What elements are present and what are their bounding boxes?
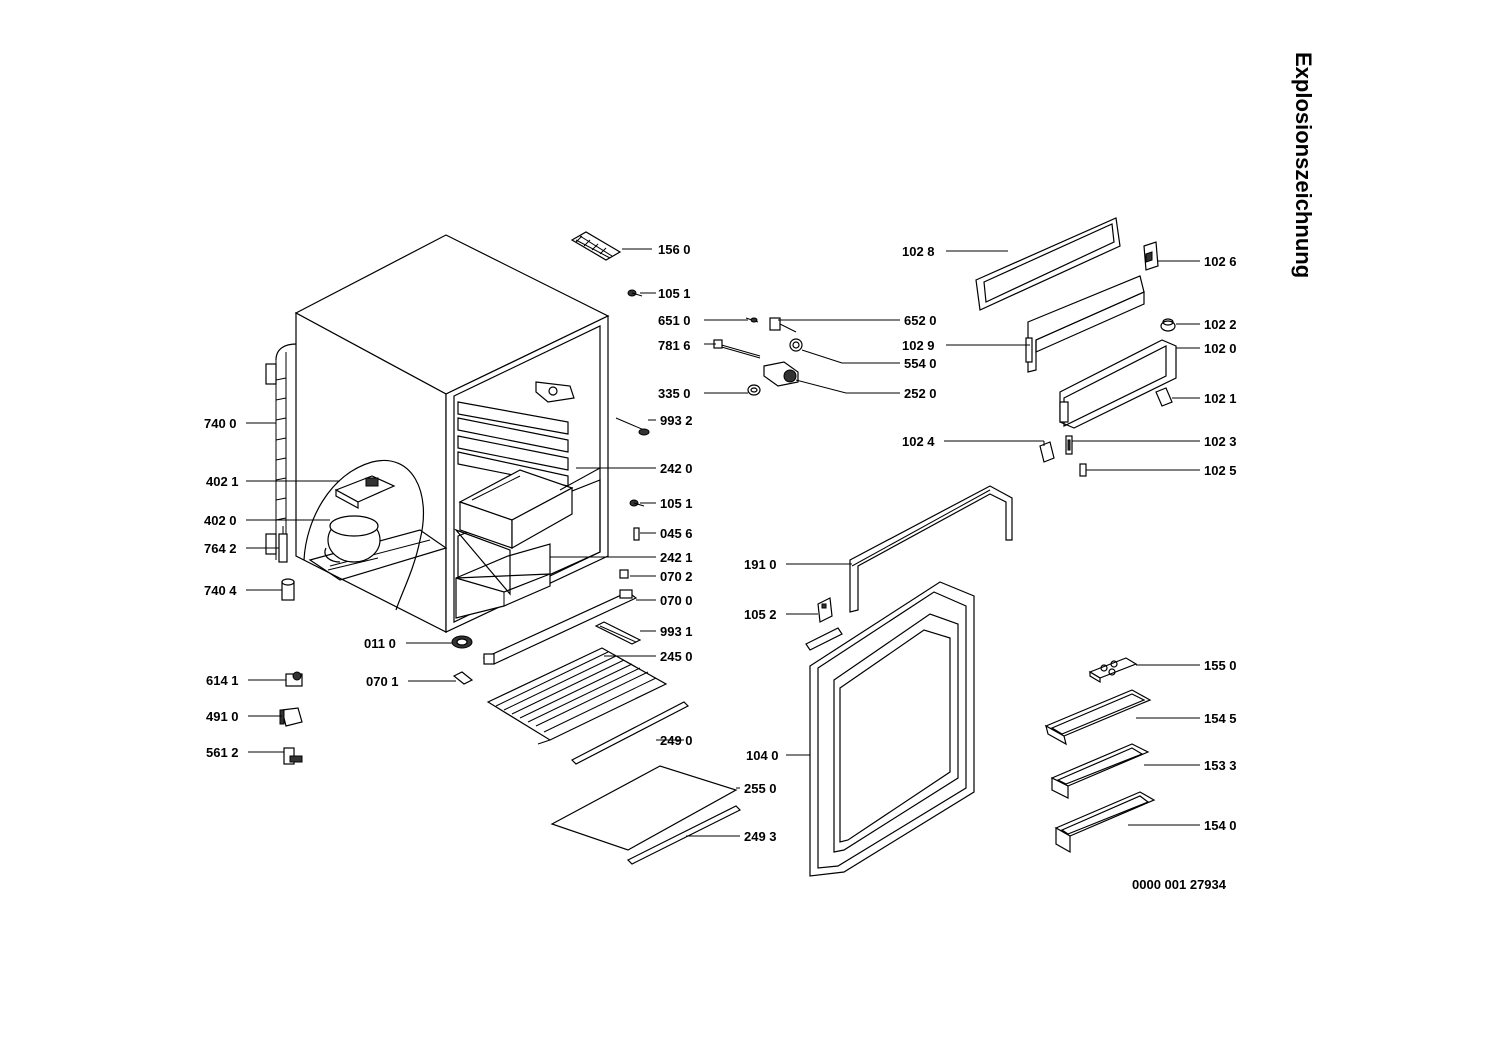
label-102-6: 102 6 [1204,254,1237,269]
label-242-0: 242 0 [660,461,693,476]
freezer-door [1059,339,1177,429]
cable-part [713,339,761,359]
label-242-1: 242 1 [660,550,693,565]
door-frame-seal [849,485,1013,613]
thermostat-part [769,317,803,352]
label-070-0: 070 0 [660,593,693,608]
label-154-0: 154 0 [1204,818,1237,833]
screw-part-b [629,499,645,507]
hinge-part [805,597,843,651]
wire-shelf [486,647,668,745]
label-614-1: 614 1 [206,673,239,688]
glass-shelf-strip [626,805,742,865]
label-402-1: 402 1 [206,474,239,489]
freezer-hinge-part [1155,387,1173,407]
label-070-1: 070 1 [366,674,399,689]
label-764-2: 764 2 [204,541,237,556]
label-102-2: 102 2 [1204,317,1237,332]
label-651-0: 651 0 [658,313,691,328]
egg-tray [1088,657,1138,684]
pin-part [633,527,640,541]
freezer-gasket [975,217,1121,311]
bracket-part-6141 [285,671,303,687]
crisper-drawer [454,528,551,619]
label-102-5: 102 5 [1204,463,1237,478]
label-252-0: 252 0 [904,386,937,401]
leader-lines [246,248,1200,837]
lamp-part [745,317,759,323]
sensor-part [615,417,650,436]
stop-part [619,569,629,579]
drawing-title: Explosionszeichnung [1291,52,1316,278]
part-labels: 156 0 105 1 651 0 781 6 335 0 993 2 242 … [204,242,1237,892]
label-105-1-b: 105 1 [660,496,693,511]
freezer-latch-part [1143,241,1159,271]
label-154-5: 154 5 [1204,711,1237,726]
label-102-3: 102 3 [1204,434,1237,449]
label-561-2: 561 2 [206,745,239,760]
label-102-1: 102 1 [1204,391,1237,406]
glide-part [452,671,474,685]
knob-part [747,384,761,396]
label-045-6: 045 6 [660,526,693,541]
label-105-2: 105 2 [744,607,777,622]
label-155-0: 155 0 [1204,658,1237,673]
label-993-1: 993 1 [660,624,693,639]
label-245-0: 245 0 [660,649,693,664]
label-156-0: 156 0 [658,242,691,257]
screw-part-a [627,289,643,297]
glass-shelf [550,765,738,851]
label-102-0: 102 0 [1204,341,1237,356]
freezer-door-inner [1025,275,1145,373]
document-number: 0000 001 27934 [1132,877,1227,892]
label-554-0: 554 0 [904,356,937,371]
rail-part [482,589,638,665]
grommet-part [281,578,295,601]
freezer-spring-part [1079,463,1087,477]
seal-strip-part [594,621,642,645]
door-shelf-1540 [1054,791,1156,854]
label-335-0: 335 0 [658,386,691,401]
label-652-0: 652 0 [904,313,937,328]
shelf-strip [570,701,690,765]
label-153-3: 153 3 [1204,758,1237,773]
label-249-3: 249 3 [744,829,777,844]
label-102-9: 102 9 [902,338,935,353]
clip-part-5612 [283,747,303,765]
lamp-housing-part [763,361,799,387]
label-070-2: 070 2 [660,569,693,584]
label-740-0: 740 0 [204,416,237,431]
label-740-4: 740 4 [204,583,237,598]
label-249-0: 249 0 [660,733,693,748]
freezer-knob-part [1160,318,1176,332]
freezer-flap-part [1039,441,1055,463]
label-491-0: 491 0 [206,709,239,724]
ice-tray [570,231,622,261]
door-shelf-1533 [1050,743,1150,799]
door [809,581,975,877]
label-011-0: 011 0 [364,636,396,651]
label-993-2: 993 2 [660,413,693,428]
condenser [265,343,297,560]
label-105-1-a: 105 1 [658,286,691,301]
refrigerator-cabinet [294,234,610,633]
compressor [324,515,381,571]
label-402-0: 402 0 [204,513,237,528]
foot-part [451,635,473,649]
label-191-0: 191 0 [744,557,777,572]
label-104-0: 104 0 [746,748,779,763]
relay-part [334,475,396,510]
label-781-6: 781 6 [658,338,691,353]
label-102-8: 102 8 [902,244,935,259]
freezer-catch-part [1065,435,1073,455]
label-102-4: 102 4 [902,434,935,449]
drip-tray [458,469,574,550]
door-shelf-1545 [1044,689,1152,746]
label-255-0: 255 0 [744,781,777,796]
cover-part-4910 [279,707,303,727]
